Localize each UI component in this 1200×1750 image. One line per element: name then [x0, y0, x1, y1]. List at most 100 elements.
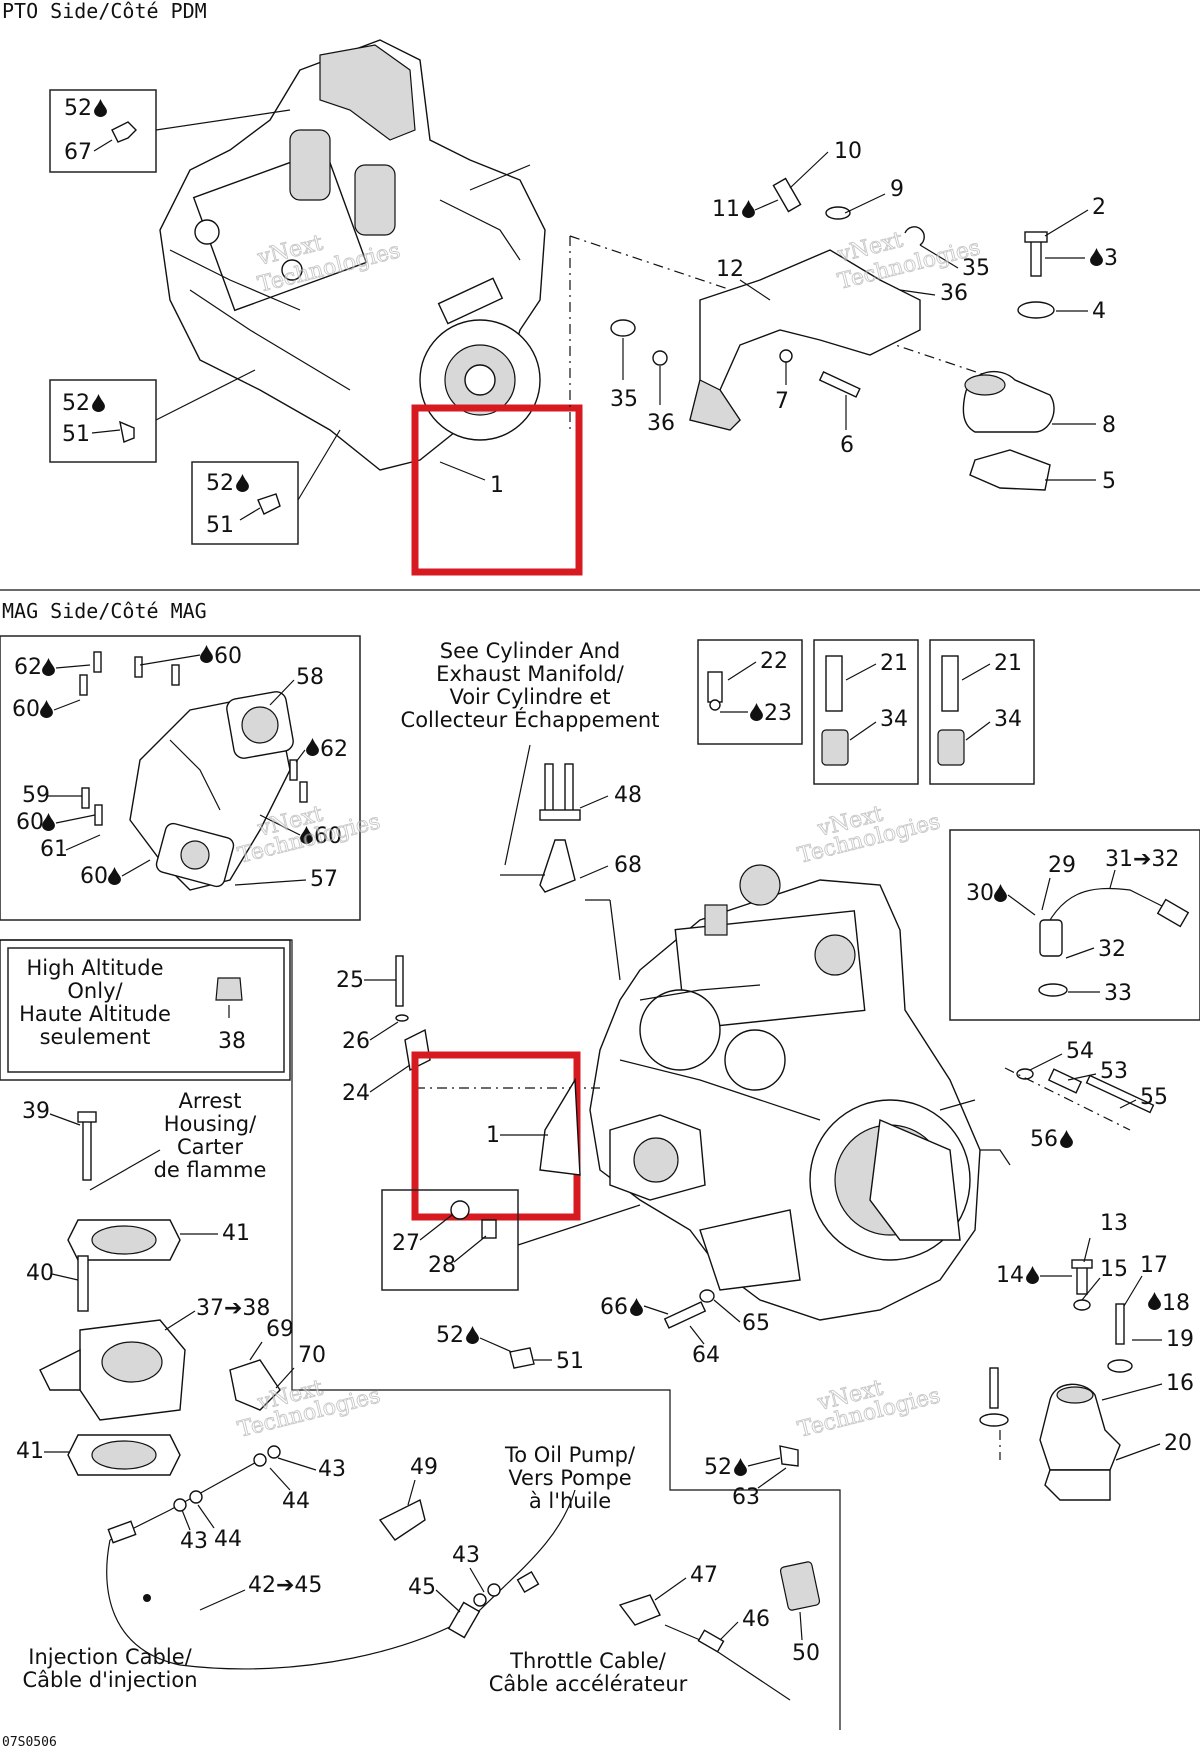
- part-label-52: 52: [62, 391, 90, 416]
- sensor-29-33-inset: [949, 829, 1200, 1021]
- part-label-48: 48: [614, 783, 642, 808]
- part-label-63: 63: [732, 1485, 760, 1510]
- part-label-18: 18: [1162, 1291, 1190, 1316]
- part-label-43: 43: [318, 1457, 346, 1482]
- high-altitude-inset: [7, 947, 285, 1073]
- part-label-42-45: 42➔45: [248, 1573, 322, 1598]
- part-label-67: 67: [64, 140, 92, 165]
- part-label-52: 52: [436, 1323, 464, 1348]
- part-label-59: 59: [22, 783, 50, 808]
- part-label-34: 34: [880, 707, 908, 732]
- part-label-3: 3: [1104, 246, 1118, 271]
- note-see-cylinder-line-1: See Cylinder And: [440, 639, 620, 663]
- note-throttle-cable-line-1: Throttle Cable/: [509, 1649, 667, 1673]
- manifold-bolts: [79, 651, 308, 826]
- part-label-51: 51: [556, 1349, 584, 1374]
- note-high-altitude-line-2: Only/: [67, 979, 123, 1003]
- part-label-20: 20: [1164, 1431, 1192, 1456]
- part-label-47: 47: [690, 1563, 718, 1588]
- part-label-5: 5: [1102, 469, 1116, 494]
- part-label-66: 66: [600, 1295, 628, 1320]
- part-label-39: 39: [22, 1099, 50, 1124]
- part-label-16: 16: [1166, 1371, 1194, 1396]
- part-label-41: 41: [16, 1439, 44, 1464]
- part-label-43: 43: [180, 1529, 208, 1554]
- part-label-49: 49: [410, 1455, 438, 1480]
- part-label-22: 22: [760, 649, 788, 674]
- figure-code: 07S0506: [2, 1735, 57, 1750]
- part-label-60: 60: [80, 864, 108, 889]
- pto-side-title: PTO Side/Côté PDM: [2, 0, 207, 23]
- spark-plug-inset: [929, 639, 1035, 785]
- part-label-44: 44: [282, 1489, 310, 1514]
- part-label-50: 50: [792, 1641, 820, 1666]
- part-label-15: 15: [1100, 1257, 1128, 1282]
- part-label-35: 35: [610, 387, 638, 412]
- part-label-14: 14: [996, 1263, 1024, 1288]
- note-oil-pump-line-1: To Oil Pump/: [504, 1443, 636, 1467]
- note-see-cylinder-line-3: Voir Cylindre et: [449, 685, 610, 709]
- part-label-1: 1: [486, 1123, 500, 1148]
- part-label-68: 68: [614, 853, 642, 878]
- part-label-61: 61: [40, 837, 68, 862]
- part-label-60: 60: [12, 697, 40, 722]
- part-label-36: 36: [940, 281, 968, 306]
- part-label-40: 40: [26, 1261, 54, 1286]
- part-label-52: 52: [64, 96, 92, 121]
- part-label-64: 64: [692, 1343, 720, 1368]
- part-label-60: 60: [214, 644, 242, 669]
- sensor-inset: [697, 639, 803, 745]
- part-label-54: 54: [1066, 1039, 1094, 1064]
- note-injection-cable-line-2: Câble d'injection: [22, 1668, 197, 1692]
- arrest-housing-frame: [0, 939, 841, 1730]
- part-label-31-32: 31➔32: [1105, 847, 1179, 872]
- part-label-45: 45: [408, 1575, 436, 1600]
- part-label-65: 65: [742, 1311, 770, 1336]
- parts-27-28-inset: [381, 1189, 519, 1291]
- part-label-30: 30: [966, 881, 994, 906]
- part-label-55: 55: [1140, 1085, 1168, 1110]
- part-label-33: 33: [1104, 981, 1132, 1006]
- callout-box-52-51: [49, 379, 157, 463]
- part-label-43: 43: [452, 1543, 480, 1568]
- part-label-62: 62: [14, 655, 42, 680]
- part-label-34: 34: [994, 707, 1022, 732]
- note-throttle-cable-line-2: Câble accélérateur: [489, 1672, 688, 1696]
- part-label-38: 38: [218, 1029, 246, 1054]
- note-oil-pump-line-2: Vers Pompe: [508, 1466, 631, 1490]
- mag-engine-illustration: [589, 864, 1011, 1321]
- part-label-53: 53: [1100, 1059, 1128, 1084]
- part-label-52: 52: [206, 471, 234, 496]
- part-label-23: 23: [764, 701, 792, 726]
- part-label-25: 25: [336, 968, 364, 993]
- note-oil-pump-line-3: à l'huile: [529, 1489, 611, 1513]
- part-label-52: 52: [704, 1455, 732, 1480]
- part-label-62: 62: [320, 737, 348, 762]
- part-label-51: 51: [206, 513, 234, 538]
- part-label-28: 28: [428, 1253, 456, 1278]
- part-label-41: 41: [222, 1221, 250, 1246]
- part-label-70: 70: [298, 1343, 326, 1368]
- part-label-2: 2: [1092, 195, 1106, 220]
- part-label-51: 51: [62, 422, 90, 447]
- part-label-17: 17: [1140, 1253, 1168, 1278]
- part-label-35: 35: [962, 256, 990, 281]
- part-label-57: 57: [310, 867, 338, 892]
- part-label-1: 1: [490, 473, 504, 498]
- part-label-12: 12: [716, 257, 744, 282]
- part-label-9: 9: [890, 177, 904, 202]
- note-arrest-line-3: Carter: [177, 1135, 243, 1159]
- part-label-10: 10: [834, 139, 862, 164]
- note-see-cylinder-line-4: Collecteur Échappement: [401, 707, 660, 732]
- part-label-60: 60: [16, 810, 44, 835]
- note-injection-cable-line-1: Injection Cable/: [28, 1645, 192, 1669]
- part-label-29: 29: [1048, 853, 1076, 878]
- note-high-altitude-line-1: High Altitude: [26, 956, 163, 980]
- part-label-21: 21: [880, 651, 908, 676]
- part-label-7: 7: [775, 389, 789, 414]
- note-high-altitude-line-4: seulement: [40, 1025, 151, 1049]
- engine-mount-assembly-mag: [979, 1259, 1133, 1501]
- part-label-6: 6: [840, 433, 854, 458]
- part-label-44: 44: [214, 1527, 242, 1552]
